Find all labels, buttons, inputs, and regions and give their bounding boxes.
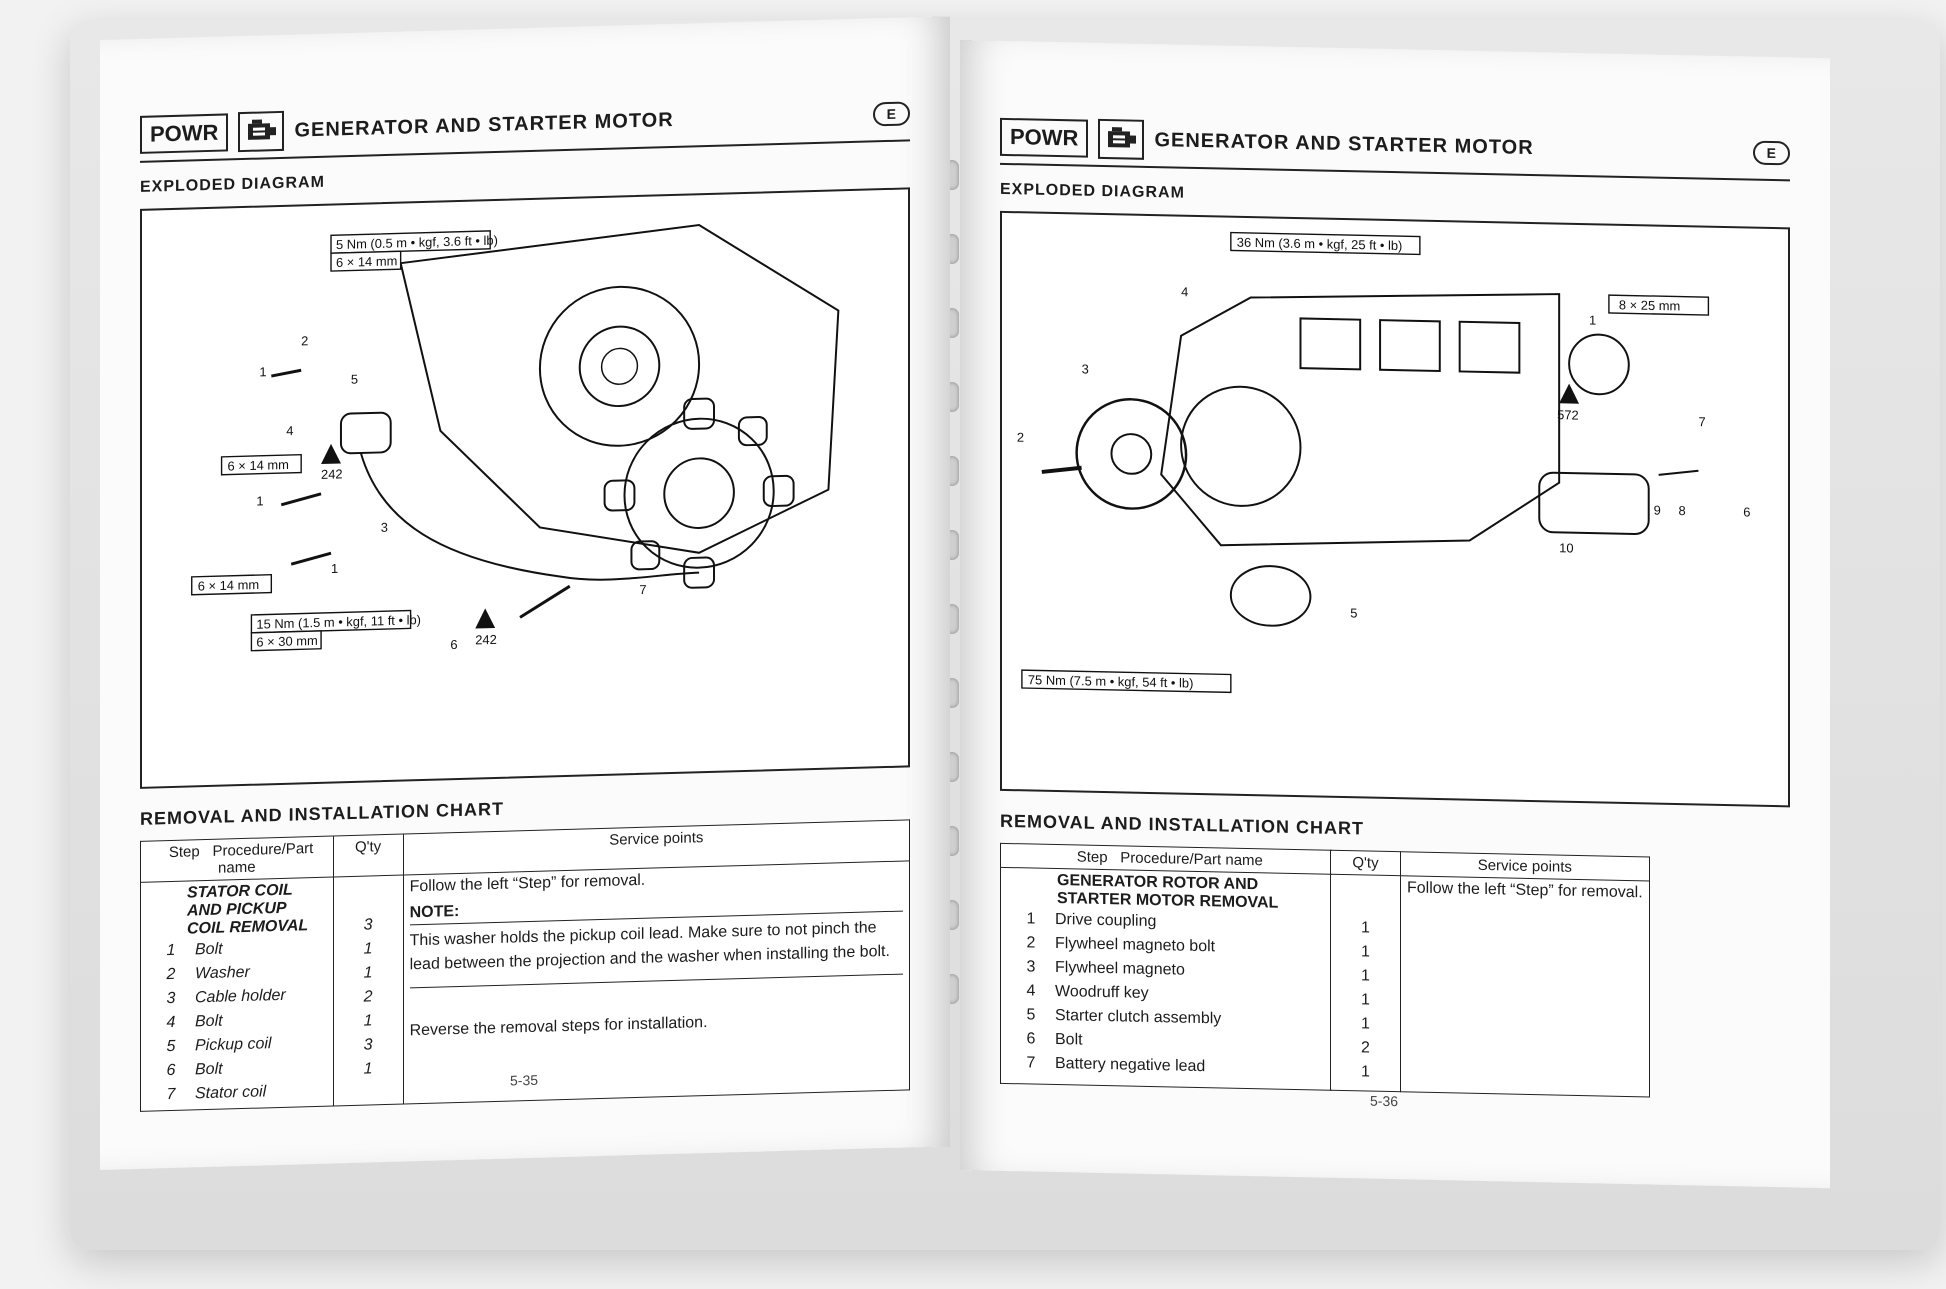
callout-2: 2 <box>301 333 308 348</box>
exploded-diagram-heading: EXPLODED DIAGRAM <box>1000 180 1185 202</box>
bolt-size-label-3: 6 × 14 mm <box>198 577 259 594</box>
callout-6: 6 <box>1743 504 1750 519</box>
service-points: Follow the left “Step” for removal. NOTE… <box>403 860 910 1105</box>
engine-icon <box>238 110 285 153</box>
group-title: STATOR COIL AND PICKUP COIL REMOVAL <box>187 881 309 938</box>
sealant-code-2: 242 <box>475 632 497 648</box>
removal-installation-chart: Step Procedure/Part name Q'ty Service po… <box>1000 842 1650 1098</box>
right-page: POWR GENERATOR AND STARTER MOTOR E EXPLO… <box>960 40 1830 1189</box>
section-tab-label: POWR <box>140 113 229 154</box>
torque-label-1: 36 Nm (3.6 m • kgf, 25 ft • lb) <box>1237 235 1403 253</box>
service-points: Follow the left “Step” for removal. <box>1400 875 1650 1097</box>
callout-9: 9 <box>1654 503 1661 518</box>
exploded-diagram-heading: EXPLODED DIAGRAM <box>140 173 325 196</box>
callout-7: 7 <box>639 582 646 597</box>
procedure-header: Step Procedure/Part name <box>140 835 334 883</box>
callout-3: 3 <box>381 520 388 535</box>
bolt-size-label-1: 6 × 14 mm <box>336 253 397 270</box>
chart-title: REMOVAL AND INSTALLATION CHART <box>140 798 504 829</box>
language-mark: E <box>872 101 910 127</box>
bolt-size-label-4: 6 × 30 mm <box>256 633 317 650</box>
callout-8: 8 <box>1679 503 1686 518</box>
bolt-size-label-1: 8 × 25 mm <box>1619 297 1680 313</box>
service-first: Follow the left “Step” for removal. <box>1407 879 1643 902</box>
callout-1a: 1 <box>259 364 266 379</box>
callout-1: 1 <box>1589 312 1596 327</box>
torque-label-2: 75 Nm (7.5 m • kgf, 54 ft • lb) <box>1028 672 1194 690</box>
removal-installation-chart: Step Procedure/Part name Q'ty Service po… <box>140 819 910 1112</box>
language-mark: E <box>1752 140 1790 166</box>
page-number: 5-35 <box>510 1071 539 1089</box>
chart-title: REMOVAL AND INSTALLATION CHART <box>1000 810 1364 839</box>
callout-1b: 1 <box>256 493 263 508</box>
torque-label-1: 5 Nm (0.5 m • kgf, 3.6 ft • lb) <box>336 233 498 253</box>
page-number: 5-36 <box>1370 1092 1399 1110</box>
callout-5: 5 <box>351 372 358 387</box>
qty-header: Q'ty <box>1330 850 1401 876</box>
service-last: Reverse the removal steps for installati… <box>409 1014 708 1040</box>
section-title: GENERATOR AND STARTER MOTOR <box>1154 128 1534 159</box>
bolt-size-label-2: 6 × 14 mm <box>228 457 289 474</box>
callout-5: 5 <box>1350 605 1357 620</box>
page-header: POWR GENERATOR AND STARTER MOTOR E <box>1000 110 1790 182</box>
callout-4: 4 <box>1181 284 1188 299</box>
callout-6: 6 <box>450 637 457 652</box>
section-title: GENERATOR AND STARTER MOTOR <box>294 108 674 142</box>
left-page: POWR GENERATOR AND STARTER MOTOR E EXPLO… <box>100 16 950 1171</box>
callout-1c: 1 <box>331 561 338 576</box>
exploded-diagram-stator: 5 Nm (0.5 m • kgf, 3.6 ft • lb) 6 × 14 m… <box>140 187 910 789</box>
page-header: POWR GENERATOR AND STARTER MOTOR E <box>140 87 910 163</box>
section-tab-label: POWR <box>1000 117 1089 158</box>
qty-header: Q'ty <box>333 834 404 877</box>
callout-3: 3 <box>1082 361 1089 376</box>
engine-icon <box>1098 118 1145 160</box>
sealant-code-1: 572 <box>1557 407 1579 422</box>
sealant-code-1: 242 <box>321 466 343 482</box>
torque-label-2: 15 Nm (1.5 m • kgf, 11 ft • lb) <box>256 612 421 632</box>
callout-10: 10 <box>1559 540 1573 555</box>
callout-2: 2 <box>1017 430 1024 445</box>
exploded-diagram-flywheel: 36 Nm (3.6 m • kgf, 25 ft • lb) 8 × 25 m… <box>1000 210 1790 808</box>
callout-7: 7 <box>1698 414 1705 429</box>
note-text: This washer holds the pickup coil lead. … <box>409 915 903 989</box>
callout-4: 4 <box>286 423 293 438</box>
